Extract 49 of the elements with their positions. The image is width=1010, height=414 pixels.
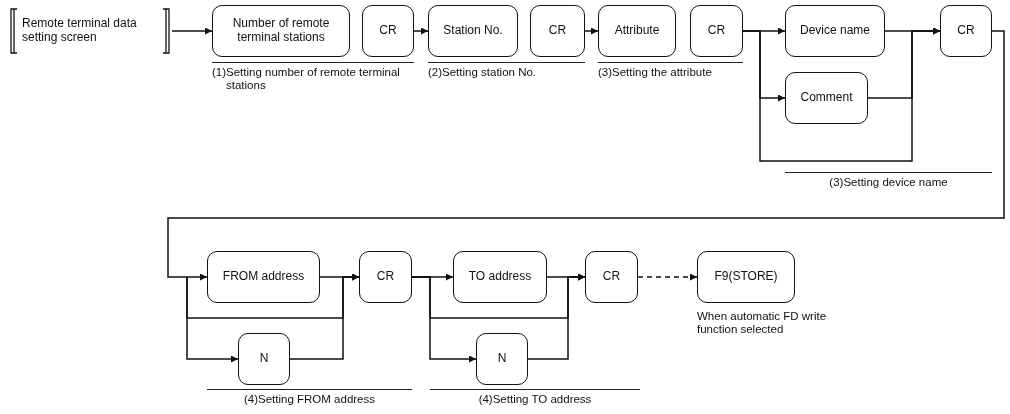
process-box xyxy=(359,251,412,303)
step-caption: (2)Setting station No. xyxy=(428,62,585,79)
connector-trunk xyxy=(167,30,1005,278)
arrow xyxy=(527,273,586,360)
process-box xyxy=(530,5,585,57)
step-caption: (4)Setting TO address xyxy=(430,389,640,406)
process-box xyxy=(476,333,528,385)
node-label: N xyxy=(497,352,507,366)
process-box xyxy=(785,72,868,124)
node-label: CR xyxy=(548,24,567,38)
node-label: N xyxy=(259,352,269,366)
process-box xyxy=(428,5,518,57)
node-label: CR xyxy=(376,270,395,284)
step-caption: (3)Setting the attribute xyxy=(598,62,743,79)
node-note: When automatic FD write function selected xyxy=(697,309,828,336)
node-label: CR xyxy=(602,270,621,284)
node-label: Number of remote terminal stations xyxy=(231,17,331,45)
node-label: FROM address xyxy=(222,270,305,284)
process-box xyxy=(690,5,743,57)
step-caption: (4)Setting FROM address xyxy=(207,389,412,406)
node-label: F9(STORE) xyxy=(714,270,778,284)
process-box xyxy=(585,251,638,303)
node-label: Attribute xyxy=(614,24,660,38)
node-label: CR xyxy=(957,24,975,38)
process-box xyxy=(598,5,676,57)
process-box xyxy=(362,5,414,57)
arrow xyxy=(171,27,213,35)
process-box xyxy=(207,251,320,303)
node-label: TO address xyxy=(468,270,532,284)
arrow xyxy=(584,27,599,35)
step-caption: (1)Setting number of remote terminal stations xyxy=(212,62,414,92)
arrow xyxy=(867,27,941,99)
node-label: CR xyxy=(379,24,397,38)
node-label: Comment xyxy=(800,91,853,105)
process-box xyxy=(238,333,290,385)
node-label: Station No. xyxy=(443,24,503,38)
arrow xyxy=(413,27,429,35)
arrow xyxy=(289,273,360,360)
process-box xyxy=(453,251,547,303)
step-caption: (3)Setting device name xyxy=(785,172,992,189)
process-box xyxy=(697,251,795,303)
process-box xyxy=(212,5,350,57)
process-box xyxy=(785,5,885,57)
process-box xyxy=(940,5,992,57)
node-label: Remote terminal data setting screen xyxy=(22,17,138,45)
arrow xyxy=(186,273,208,281)
node-label: Device name xyxy=(800,24,870,38)
arrow xyxy=(637,273,698,281)
node-label: CR xyxy=(707,24,726,38)
